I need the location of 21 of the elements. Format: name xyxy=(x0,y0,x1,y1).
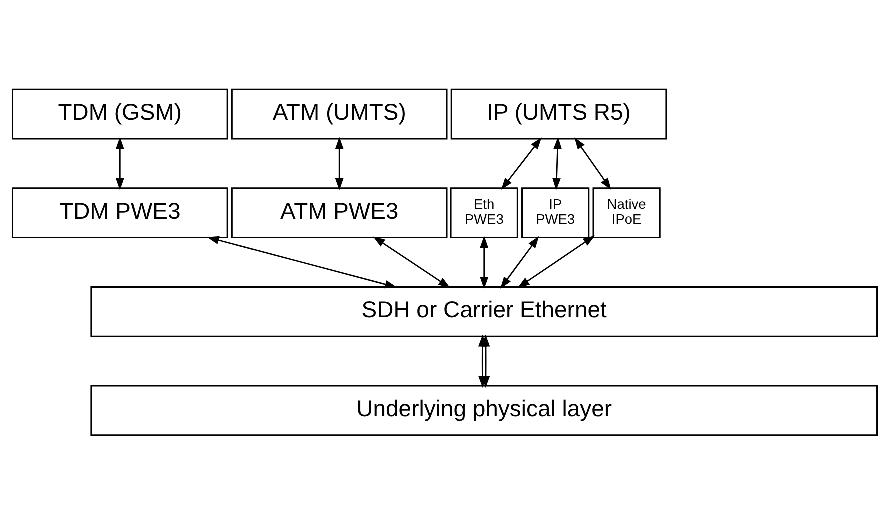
arrow xyxy=(518,235,596,288)
node-box: IP (UMTS R5) xyxy=(450,88,668,140)
arrow xyxy=(335,136,344,190)
node-box: SDH or Carrier Ethernet xyxy=(90,286,878,337)
arrow xyxy=(552,136,562,190)
node-box: Underlying physical layer xyxy=(90,384,878,436)
arrow xyxy=(207,236,398,288)
arrow xyxy=(373,236,451,288)
arrow xyxy=(501,137,542,190)
node-box: TDM PWE3 xyxy=(12,187,228,238)
node-box: Native IPoE xyxy=(592,187,661,238)
arrow xyxy=(500,236,540,288)
node-box: ATM PWE3 xyxy=(231,187,448,238)
arrow xyxy=(480,236,489,289)
node-box: TDM (GSM) xyxy=(12,88,228,140)
node-box: IP PWE3 xyxy=(522,187,590,238)
arrow xyxy=(482,334,490,388)
node-box: Eth PWE3 xyxy=(450,187,518,238)
arrow xyxy=(574,137,612,190)
arrow xyxy=(116,136,124,190)
node-box: ATM (UMTS) xyxy=(231,88,448,140)
